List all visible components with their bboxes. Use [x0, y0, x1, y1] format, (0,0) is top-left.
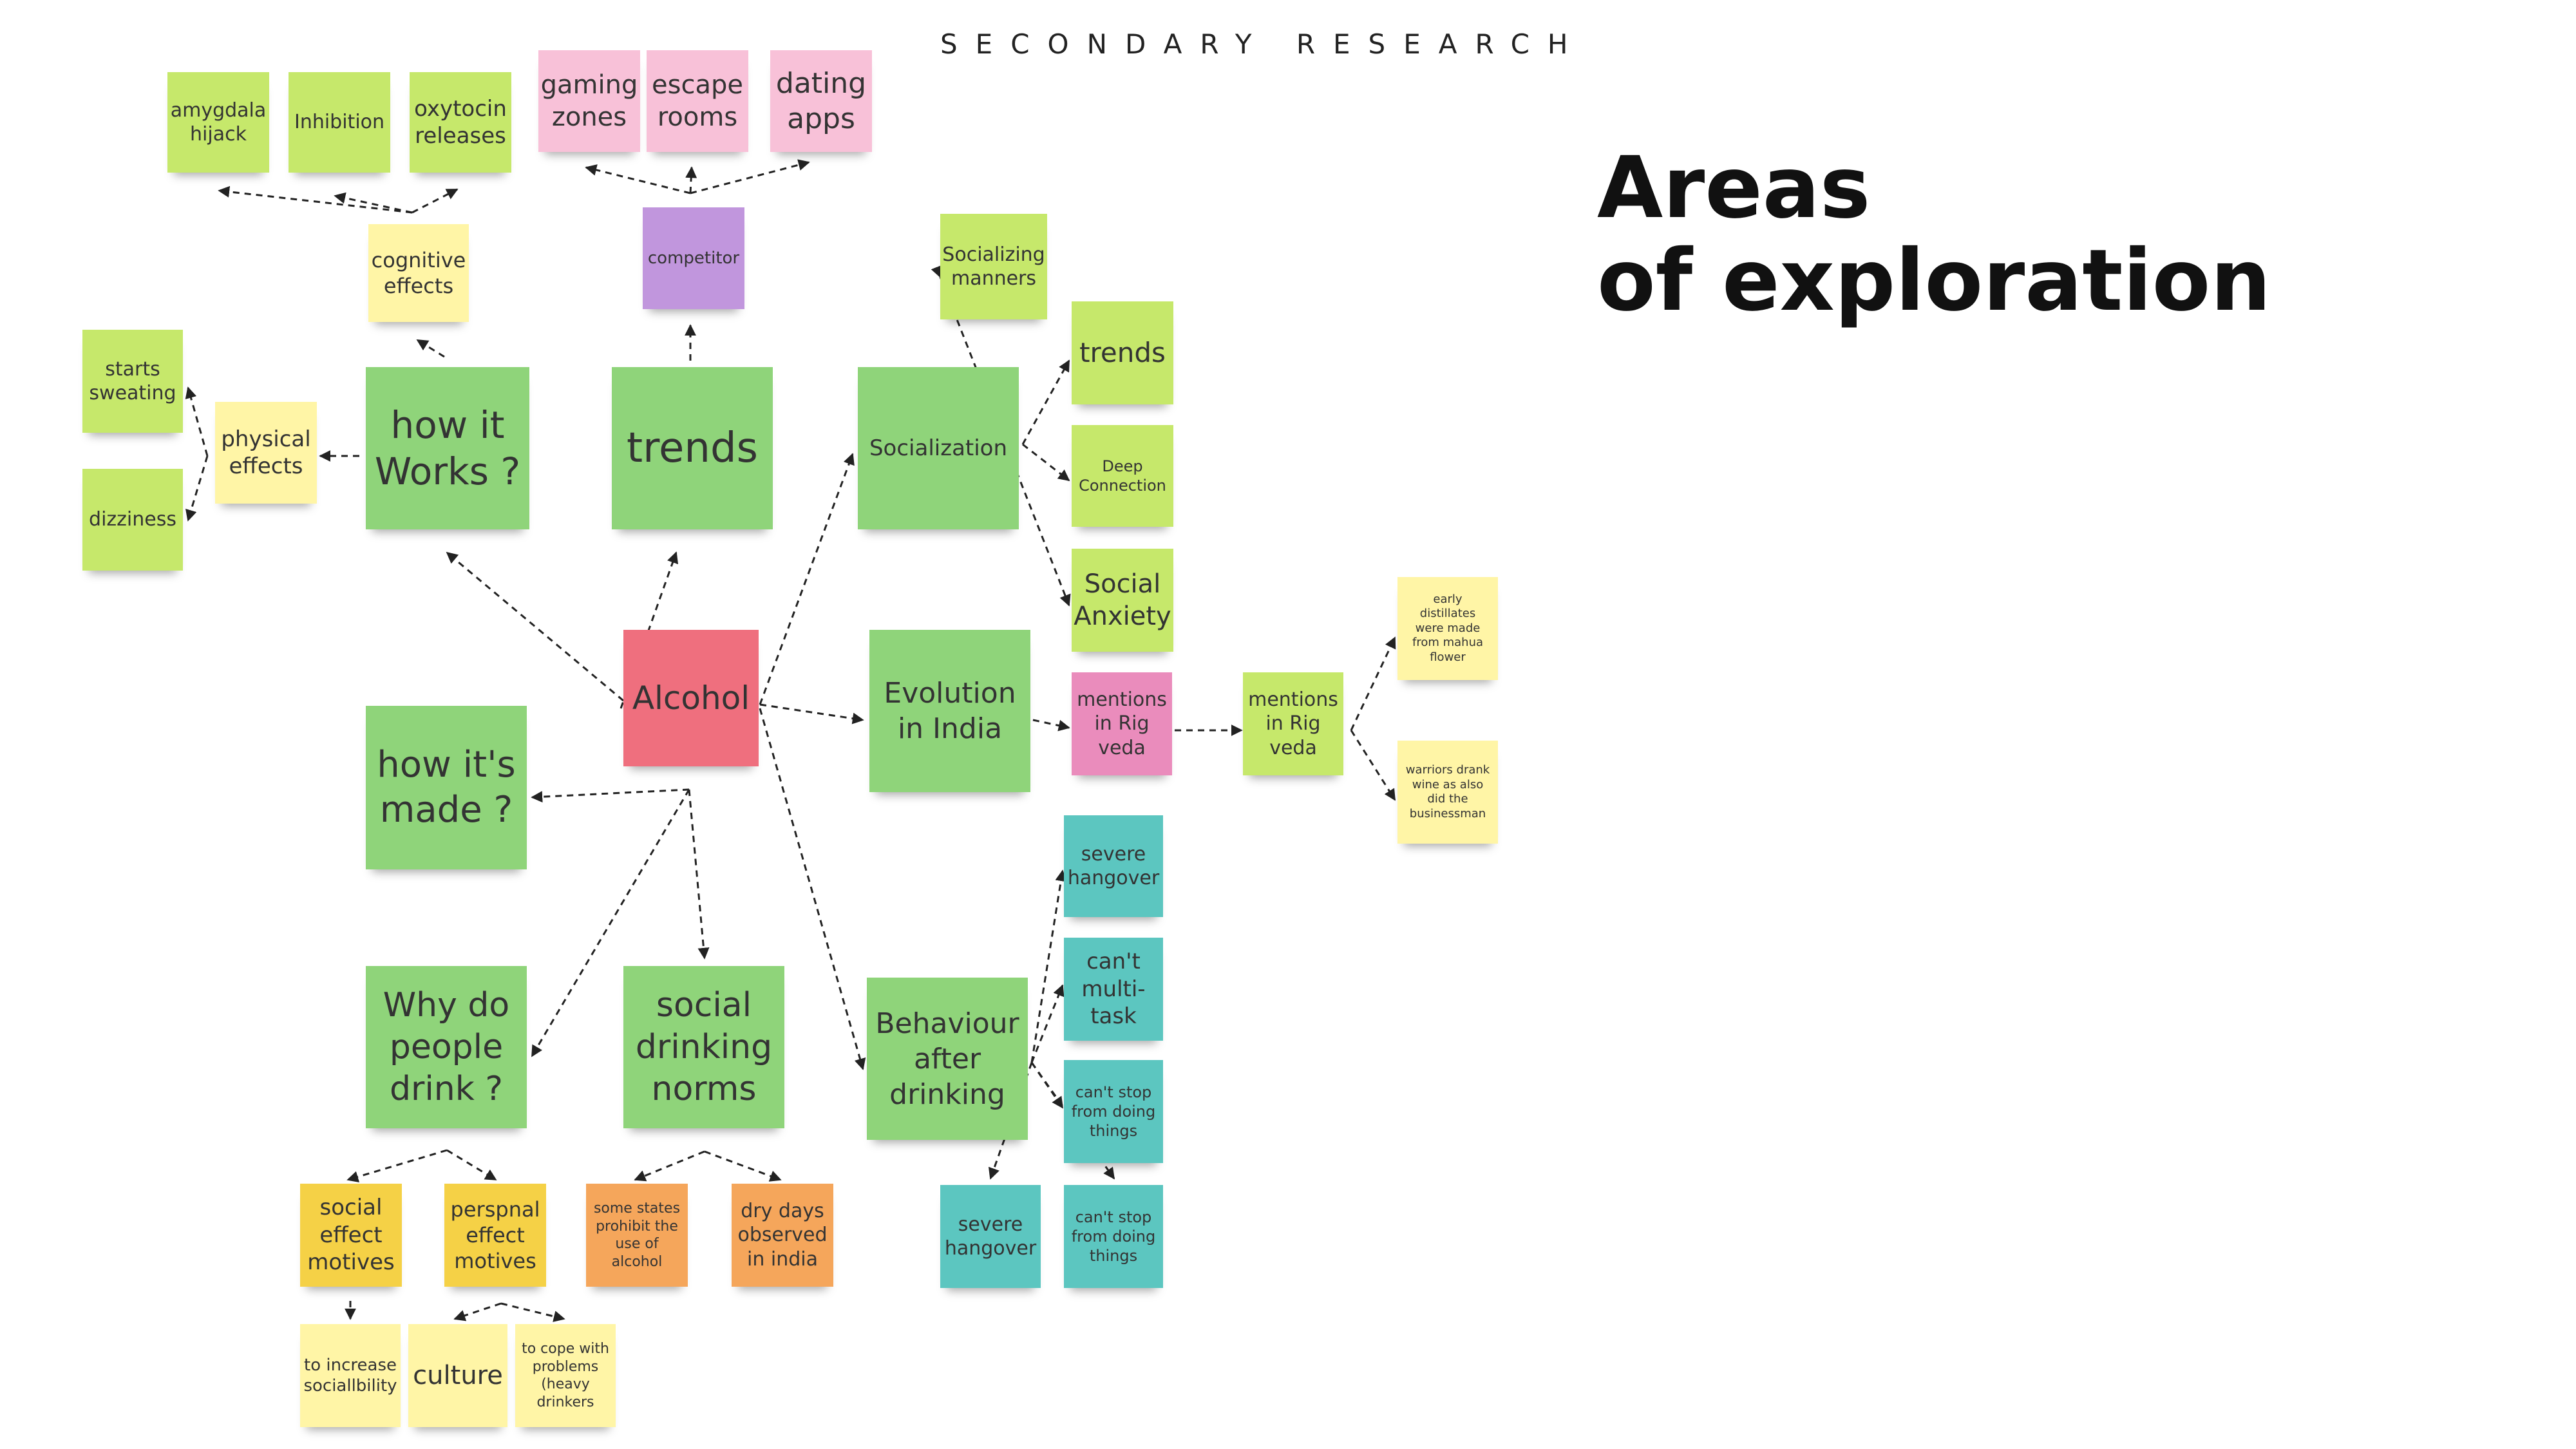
connector-arrow-34: [704, 1150, 782, 1182]
sticky-note-social-effect[interactable]: social effect motives: [300, 1184, 402, 1287]
sticky-note-trends-small[interactable]: trends: [1072, 301, 1173, 404]
connector-arrow-18: [759, 708, 866, 1070]
connector-arrow-13: [759, 453, 855, 705]
connector-arrow-0: [218, 185, 413, 214]
connector-arrow-36: [453, 1302, 502, 1321]
connector-arrow-16: [531, 789, 690, 1057]
sticky-note-social-norms[interactable]: social drinking norms: [623, 966, 784, 1128]
connector-arrow-11: [446, 551, 624, 702]
sticky-note-cantstop1[interactable]: can't stop from doing things: [1064, 1060, 1163, 1163]
sticky-note-physical[interactable]: physical effects: [215, 402, 317, 504]
connector-arrow-25: [1350, 730, 1396, 801]
sticky-note-amygdala[interactable]: amygdala hijack: [167, 72, 269, 173]
connector-arrow-20: [1022, 443, 1070, 482]
sticky-note-behaviour[interactable]: Behaviour after drinking: [867, 978, 1028, 1140]
sticky-note-oxytocin[interactable]: oxytocin releases: [410, 72, 511, 173]
connector-arrow-27: [1030, 984, 1065, 1063]
sticky-note-culture[interactable]: culture: [408, 1324, 507, 1427]
sticky-note-dry-days[interactable]: dry days observed in india: [732, 1184, 833, 1287]
sticky-note-alcohol[interactable]: Alcohol: [623, 630, 759, 766]
sticky-note-escape[interactable]: escape rooms: [647, 50, 748, 152]
page-title: Areas of exploration: [1597, 142, 2271, 327]
page-title-line-1: Areas: [1597, 138, 1871, 238]
connector-arrow-22: [1032, 719, 1070, 732]
connector-arrow-33: [634, 1150, 705, 1182]
sticky-note-cognitive[interactable]: cognitive effects: [368, 224, 469, 322]
connector-arrow-24: [1350, 636, 1396, 731]
sticky-note-multitask[interactable]: can't multi- task: [1064, 938, 1163, 1041]
connector-arrow-14: [759, 703, 864, 724]
section-header: SECONDARY RESEARCH: [940, 28, 1586, 60]
sticky-note-sweating[interactable]: starts sweating: [82, 330, 183, 433]
sticky-note-competitor[interactable]: competitor: [643, 207, 744, 309]
sticky-note-sociability[interactable]: to increase sociallbility: [300, 1324, 401, 1427]
connector-arrow-9: [185, 386, 209, 457]
page-title-line-2: of exploration: [1597, 231, 2271, 330]
sticky-note-hangover1[interactable]: severe hangover: [1064, 815, 1163, 917]
connector-arrow-19: [1021, 359, 1070, 445]
sticky-note-rigveda1[interactable]: mentions in Rig veda: [1072, 672, 1172, 775]
sticky-note-socialization[interactable]: Socialization: [858, 367, 1019, 529]
connector-arrow-5: [690, 159, 810, 194]
connector-arrow-17: [688, 789, 710, 960]
connector-arrow-37: [500, 1302, 565, 1322]
sticky-note-how-works[interactable]: how it Works ?: [366, 367, 529, 529]
sticky-note-personal-effect[interactable]: perspnal effect motives: [444, 1184, 546, 1287]
sticky-note-cantstop2[interactable]: can't stop from doing things: [1064, 1185, 1163, 1288]
connector-arrow-2: [412, 188, 459, 214]
sticky-note-trends-main[interactable]: trends: [612, 367, 773, 529]
connector-arrow-10: [185, 455, 209, 522]
arrow-group: [185, 159, 1396, 1322]
connector-arrow-26: [1030, 869, 1067, 1063]
connector-arrow-1: [334, 192, 413, 214]
sticky-note-dizziness[interactable]: dizziness: [82, 469, 183, 571]
sticky-note-dating[interactable]: dating apps: [770, 50, 872, 152]
sticky-note-socializing-manners[interactable]: Socializing manners: [940, 214, 1047, 319]
connector-arrow-4: [685, 166, 697, 194]
connector-arrow-7: [416, 339, 445, 358]
connector-arrow-15: [531, 788, 690, 803]
sticky-note-anxiety[interactable]: Social Anxiety: [1072, 549, 1173, 652]
sticky-note-cope[interactable]: to cope with problems (heavy drinkers: [515, 1324, 616, 1427]
connector-arrow-32: [446, 1149, 497, 1181]
sticky-note-deep[interactable]: Deep Connection: [1072, 425, 1173, 527]
connector-arrow-3: [585, 164, 691, 194]
sticky-note-warriors[interactable]: warriors drank wine as also did the busi…: [1397, 741, 1498, 844]
sticky-note-distillates[interactable]: early distillates were made from mahua f…: [1397, 577, 1498, 680]
sticky-note-rigveda2[interactable]: mentions in Rig veda: [1243, 672, 1343, 775]
sticky-note-how-made[interactable]: how it's made ?: [366, 706, 527, 869]
sticky-note-inhibition[interactable]: Inhibition: [289, 72, 390, 173]
connector-arrow-31: [346, 1149, 448, 1182]
sticky-note-prohibit[interactable]: some states prohibit the use of alcohol: [586, 1184, 688, 1287]
sticky-note-hangover2[interactable]: severe hangover: [940, 1185, 1041, 1288]
sticky-note-gaming[interactable]: gaming zones: [538, 50, 640, 152]
sticky-note-evolution[interactable]: Evolution in India: [869, 630, 1030, 792]
sticky-note-why-drink[interactable]: Why do people drink ?: [366, 966, 527, 1128]
